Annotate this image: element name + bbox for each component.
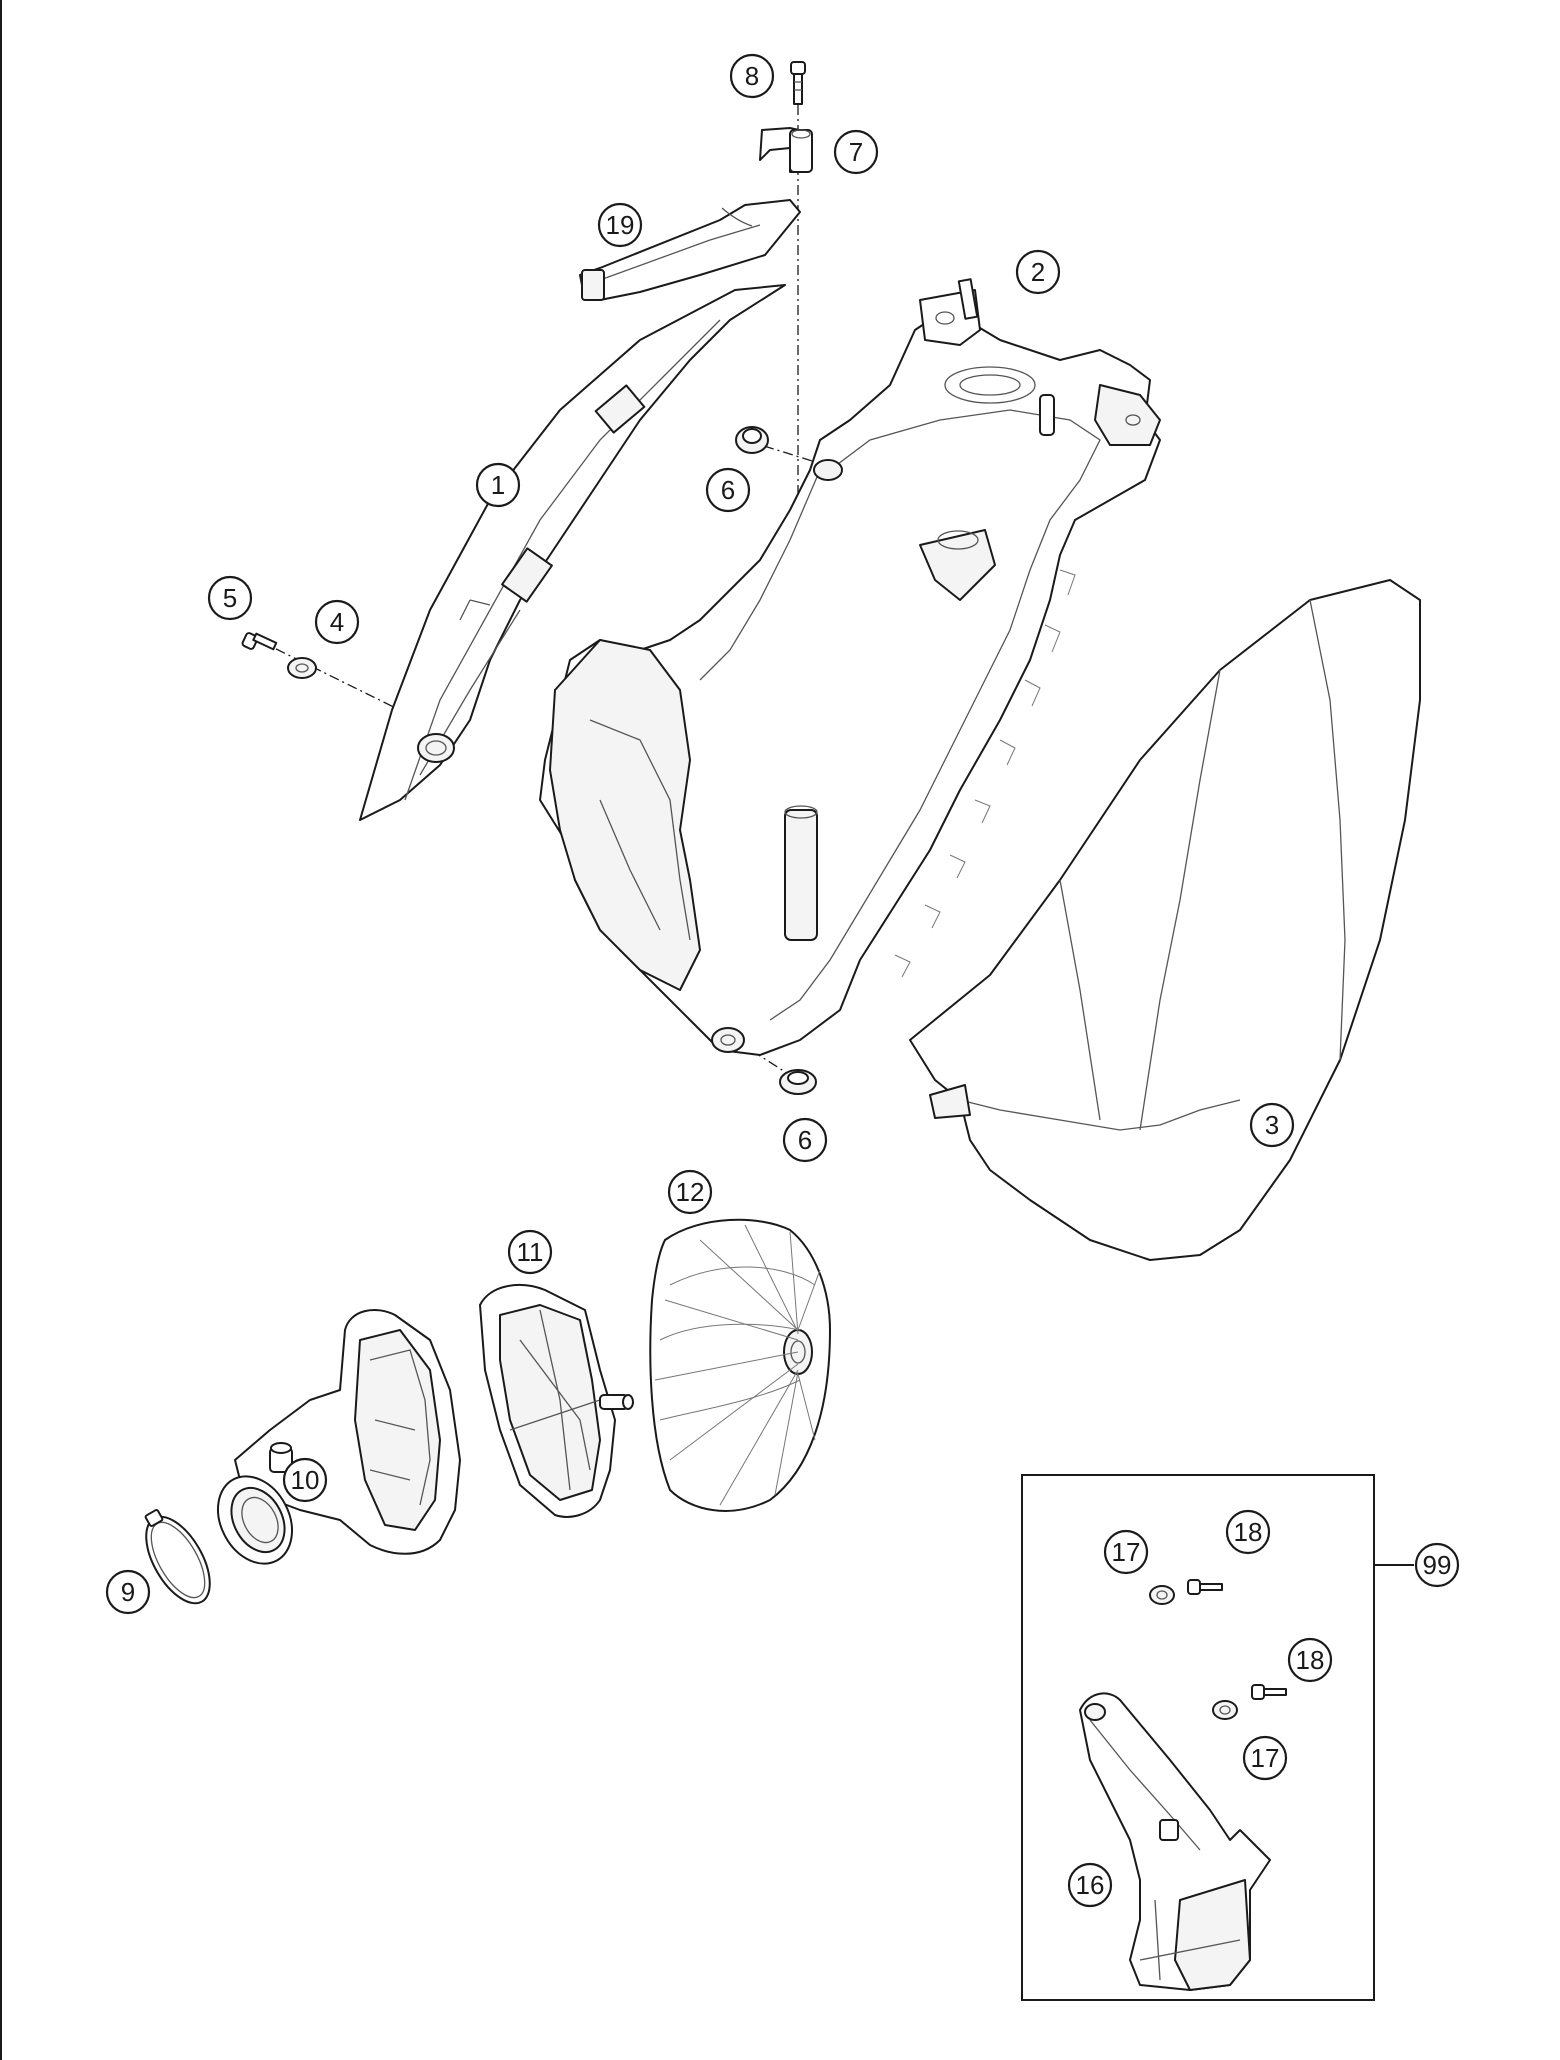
side-cover-part-3 [909, 579, 1421, 1261]
callout-19: 19 [597, 202, 643, 248]
callout-17-top-label: 17 [1112, 1537, 1141, 1567]
callout-17-top: 17 [1103, 1529, 1149, 1575]
air-filter-part-12 [649, 1218, 831, 1512]
washer-part-17-bottom [1212, 1700, 1238, 1720]
callout-18-top-label: 18 [1234, 1517, 1263, 1547]
clamp-part-9 [144, 1509, 211, 1605]
clip-part-7 [759, 127, 813, 173]
callout-3: 3 [1249, 1102, 1295, 1148]
callout-6-bottom-label: 6 [798, 1125, 812, 1155]
callout-18-bottom-label: 18 [1296, 1645, 1325, 1675]
callout-10: 10 [282, 1457, 328, 1503]
callout-16-label: 16 [1076, 1870, 1105, 1900]
callout-8: 8 [729, 53, 775, 99]
intake-boot-part-10 [217, 1309, 461, 1565]
callout-11-label: 11 [517, 1237, 544, 1267]
callout-18-top: 18 [1225, 1509, 1271, 1555]
callout-19-label: 19 [606, 210, 635, 240]
callout-5: 5 [207, 575, 253, 621]
callout-9: 9 [105, 1569, 151, 1615]
screw-part-18-bottom [1251, 1684, 1287, 1700]
grommet-part-6-top [735, 426, 769, 454]
strap-part-19 [579, 199, 801, 301]
callout-5-label: 5 [223, 583, 237, 613]
callout-18-bottom: 18 [1287, 1637, 1333, 1683]
callout-1: 1 [475, 462, 521, 508]
callout-16: 16 [1067, 1862, 1113, 1908]
callout-10-label: 10 [291, 1465, 320, 1495]
washer-part-17-top [1149, 1585, 1175, 1605]
screw-part-5 [241, 632, 278, 651]
callout-4: 4 [314, 599, 360, 645]
intake-duct-part-16 [1079, 1692, 1271, 1991]
callout-4-label: 4 [330, 607, 344, 637]
callout-3-label: 3 [1265, 1110, 1279, 1140]
grommet-part-6-bottom [779, 1069, 817, 1095]
callout-17-bottom-label: 17 [1251, 1743, 1280, 1773]
callout-12-label: 12 [676, 1177, 705, 1207]
callout-99: 99 [1414, 1542, 1460, 1588]
callout-7: 7 [833, 129, 879, 175]
callout-2: 2 [1015, 249, 1061, 295]
callout-1-label: 1 [491, 470, 505, 500]
callout-12: 12 [667, 1169, 713, 1215]
callout-6-top-label: 6 [721, 475, 735, 505]
air-filter-box-part-2 [539, 278, 1161, 1056]
callout-6-top: 6 [705, 467, 751, 513]
screw-part-18-top [1187, 1579, 1223, 1595]
callout-8-label: 8 [745, 61, 759, 91]
callout-11: 11 [507, 1229, 553, 1275]
kit-frame [1021, 1474, 1375, 2001]
filter-cage-part-11 [479, 1284, 634, 1518]
callout-6-bottom: 6 [782, 1117, 828, 1163]
callout-17-bottom: 17 [1242, 1735, 1288, 1781]
callout-2-label: 2 [1031, 257, 1045, 287]
callout-7-label: 7 [849, 137, 863, 167]
washer-part-4 [287, 657, 317, 679]
callout-99-label: 99 [1423, 1550, 1452, 1580]
screw-part-8 [790, 61, 806, 105]
callout-9-label: 9 [121, 1577, 135, 1607]
